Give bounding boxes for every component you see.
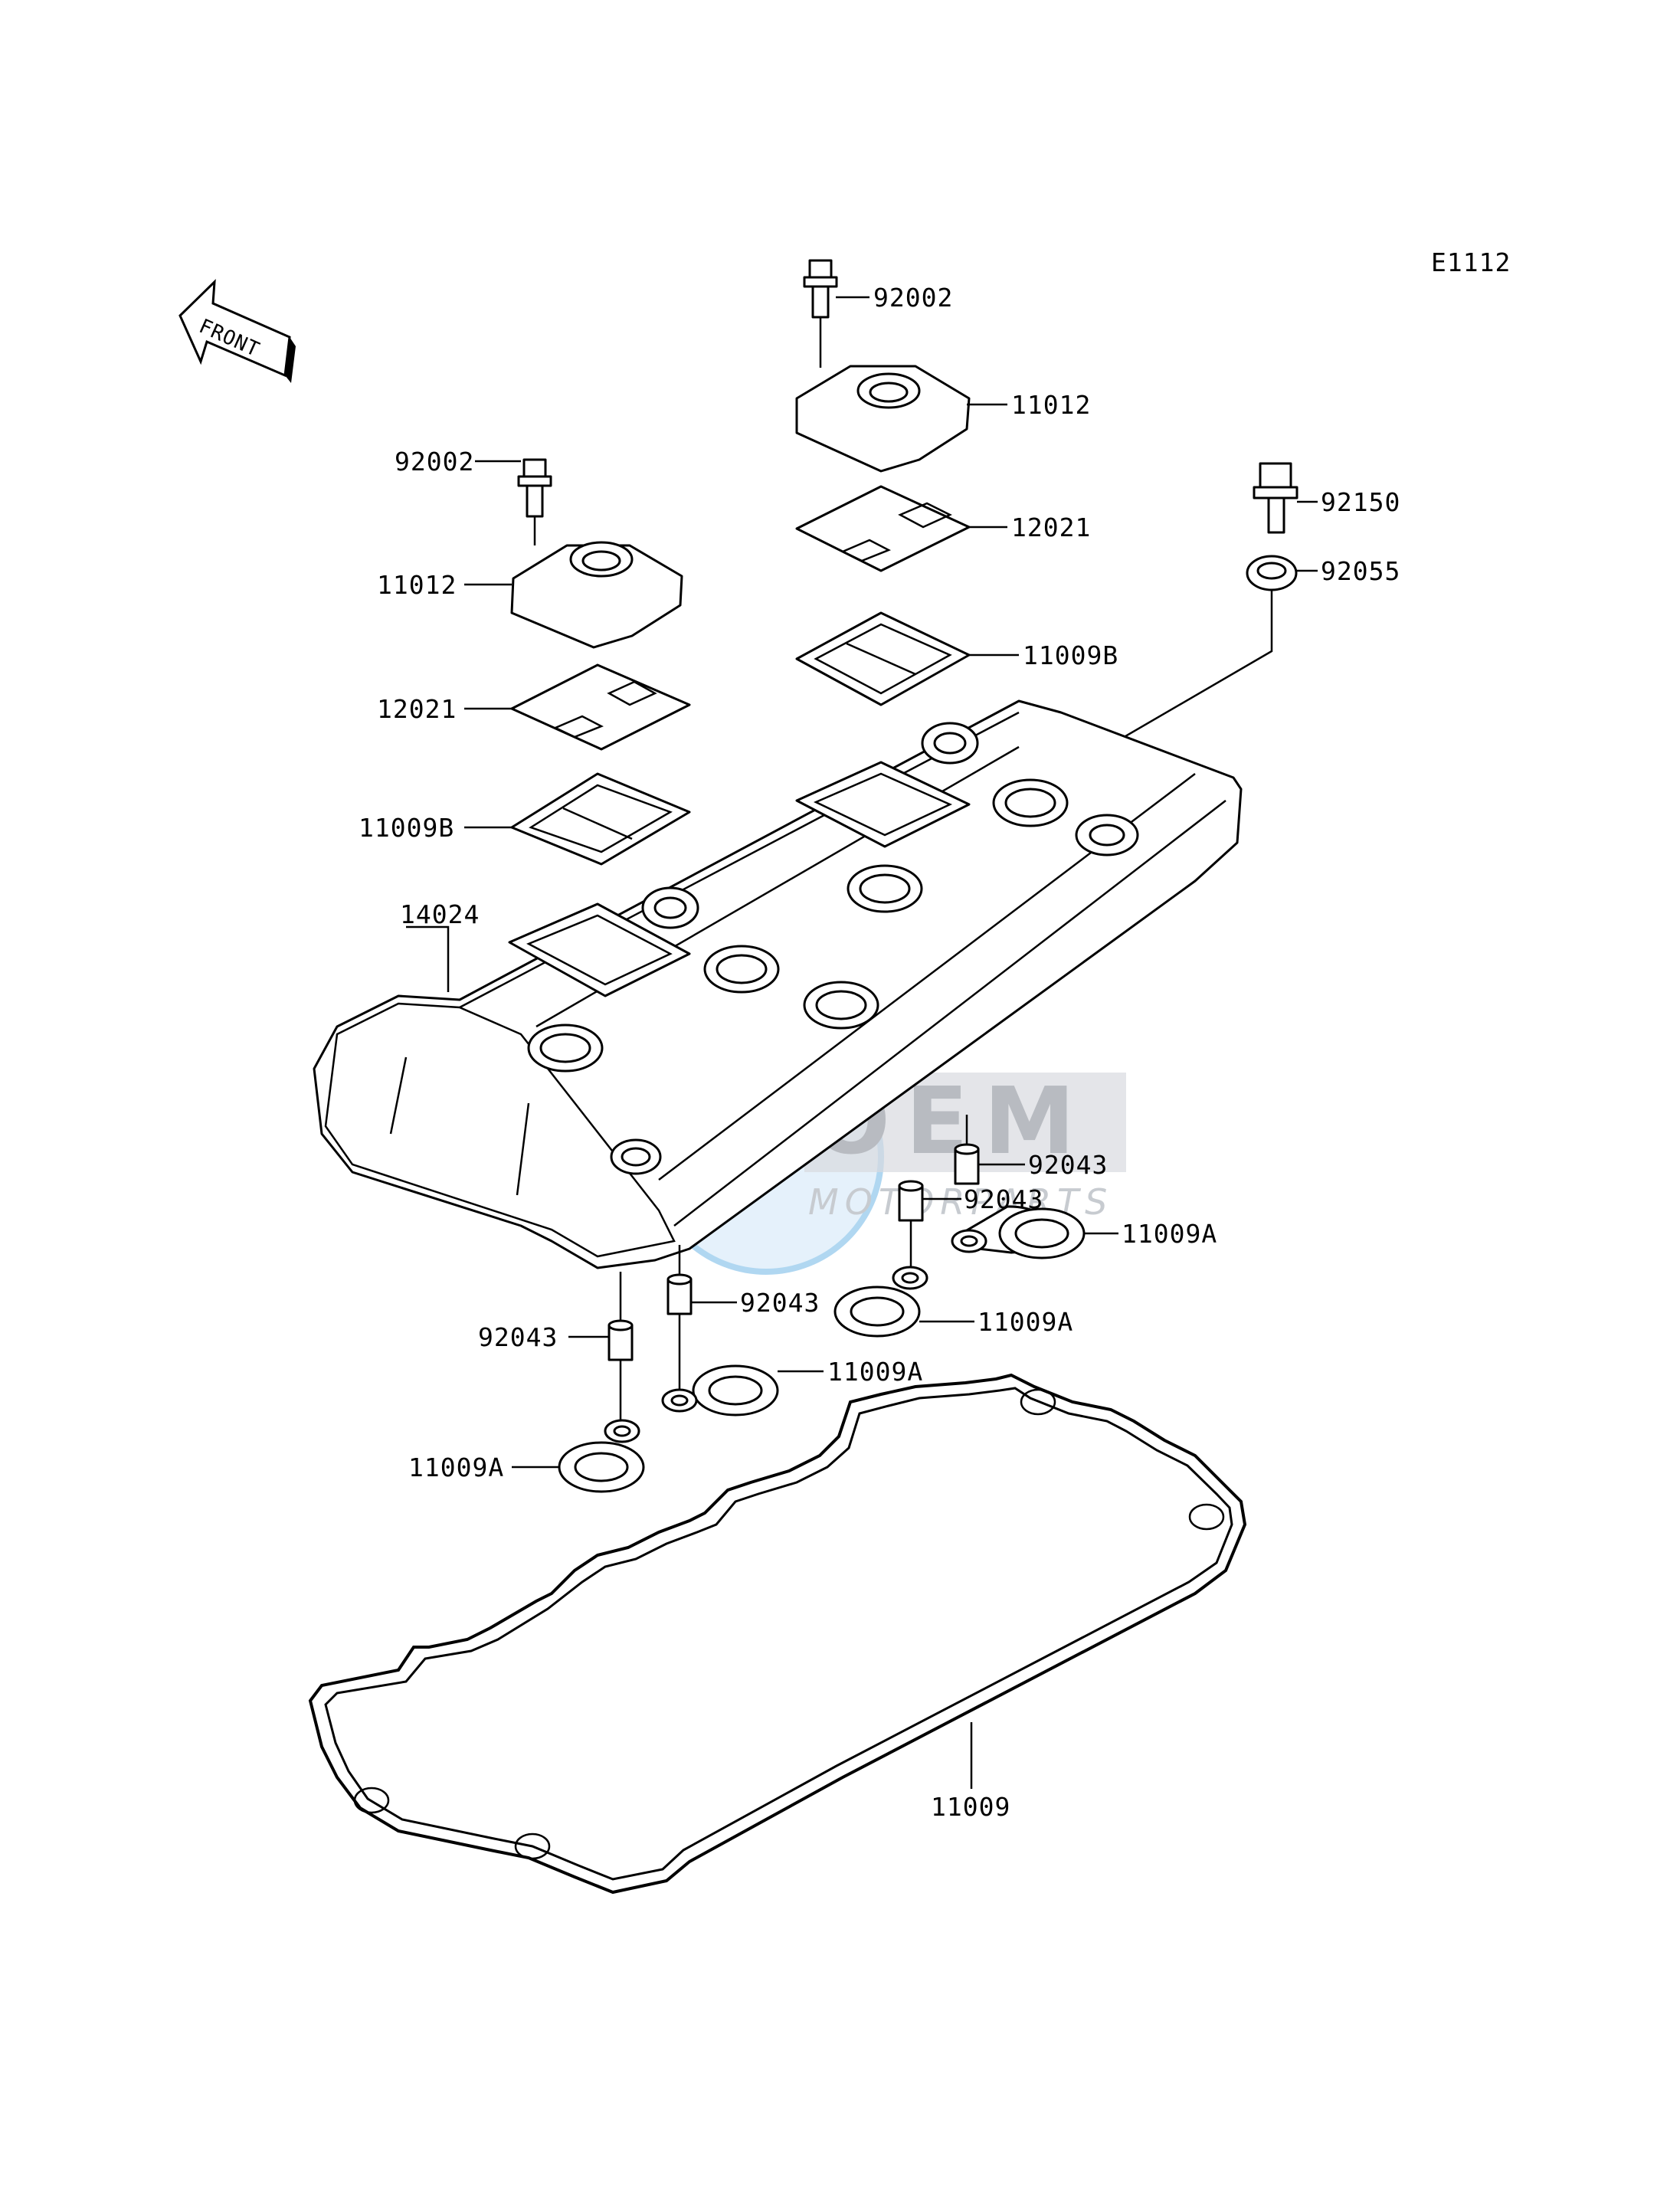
diagram-code: E1112 <box>1431 247 1511 277</box>
leader-line <box>406 925 450 992</box>
callout-12021-left: 12021 <box>377 694 457 724</box>
dowel-pin <box>607 1319 634 1361</box>
callout-92043-a: 92043 <box>1028 1150 1108 1180</box>
callout-92002-top: 92002 <box>873 283 953 313</box>
o-ring-gasket <box>558 1419 645 1493</box>
o-ring-gasket <box>661 1364 779 1417</box>
plate <box>510 663 691 751</box>
callout-14024: 14024 <box>400 899 480 929</box>
callout-11012-top: 11012 <box>1011 390 1091 420</box>
callout-11009: 11009 <box>931 1792 1010 1822</box>
gasket <box>795 611 971 706</box>
callout-11012-left: 11012 <box>377 570 457 600</box>
washer <box>1246 555 1298 591</box>
gasket <box>510 772 691 866</box>
callout-11009b-left: 11009B <box>359 813 454 843</box>
dowel-pin <box>666 1273 693 1315</box>
front-arrow-icon: FRONT <box>178 279 296 383</box>
cylinder-head-cover <box>313 699 1243 1269</box>
dowel-pin <box>954 1143 980 1185</box>
cover-plate <box>795 365 971 473</box>
callout-11009a-d: 11009A <box>408 1453 504 1482</box>
cover-plate <box>510 541 683 649</box>
cover-gasket <box>308 1373 1247 1895</box>
callout-11009a-c: 11009A <box>827 1357 923 1387</box>
callout-11009a-b: 11009A <box>978 1307 1073 1337</box>
dowel-pin <box>898 1180 924 1222</box>
callout-92055: 92055 <box>1321 556 1400 586</box>
callout-12021-top: 12021 <box>1011 513 1091 542</box>
bolt-icon <box>803 259 838 319</box>
callout-11009a-a: 11009A <box>1122 1219 1217 1249</box>
o-ring-gasket <box>951 1205 1086 1259</box>
callout-92150: 92150 <box>1321 487 1400 517</box>
callout-92002-left: 92002 <box>395 447 474 477</box>
callout-92043-c: 92043 <box>740 1288 820 1318</box>
bolt-icon <box>517 458 552 518</box>
plate <box>795 485 971 572</box>
callout-92043-d: 92043 <box>478 1322 558 1352</box>
o-ring-gasket <box>833 1266 928 1338</box>
callout-11009b-top: 11009B <box>1023 640 1118 670</box>
bolt-icon <box>1253 462 1298 534</box>
